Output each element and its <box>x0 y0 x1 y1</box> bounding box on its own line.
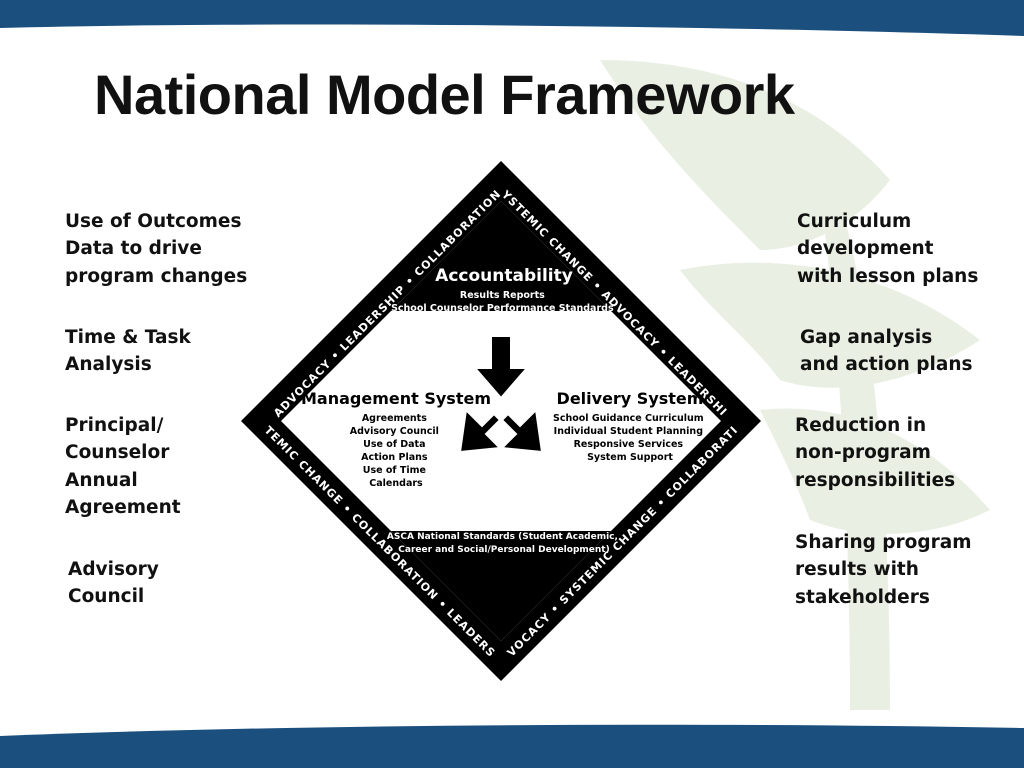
note-annual-agreement: Principal/ Counselor Annual Agreement <box>65 415 181 518</box>
slide-title: National Model Framework <box>94 63 795 126</box>
management-item: Agreements <box>362 413 427 424</box>
delivery-item: Responsive Services <box>574 439 684 450</box>
arrow-down-left-icon <box>458 407 503 454</box>
management-item: Action Plans <box>361 452 428 463</box>
management-system-title: Management System <box>301 389 491 408</box>
management-item: Advisory Council <box>350 426 439 437</box>
note-gap-analysis: Gap analysis and action plans <box>800 327 973 376</box>
foundation-item: ASCA National Standards (Student Academi… <box>387 532 618 542</box>
center-arrows <box>458 335 544 454</box>
delivery-item: School Guidance Curriculum <box>553 413 704 424</box>
foundation-item: Mission Statement <box>455 519 551 529</box>
delivery-system-title: Delivery System <box>557 389 704 408</box>
management-item: Use of Data <box>363 439 425 450</box>
arrow-down-icon <box>472 335 530 400</box>
foundation-title: Foundation <box>450 481 558 501</box>
accountability-item: The Program Audit <box>454 316 555 327</box>
delivery-item: Individual Student Planning <box>554 426 703 437</box>
management-item: Calendars <box>369 478 423 489</box>
accountability-title: Accountability <box>435 266 573 286</box>
foundation-item: Career and Social/Personal Development) <box>398 545 609 555</box>
svg-text:Agreements Advisory Counci: Agreements Advisory Council Use of Data … <box>350 413 442 489</box>
management-item: Use of Time <box>363 465 426 476</box>
svg-text:Beliefs and Philosophy Mis: Beliefs and Philosophy Mission Statement… <box>387 506 621 555</box>
delivery-item: System Support <box>587 452 673 463</box>
svg-text:School Guidance Curriculum: School Guidance Curriculum Individual St… <box>553 413 707 463</box>
note-curriculum-development: Curriculum development with lesson plans <box>797 211 979 287</box>
top-banner <box>0 0 1024 36</box>
accountability-quadrant <box>391 201 611 311</box>
foundation-item: Beliefs and Philosophy <box>445 506 560 516</box>
asca-model-diagram: ADVOCACY • LEADERSHIP • COLLABORATION SY… <box>238 158 761 681</box>
leaf-watermark <box>600 60 990 710</box>
note-advisory-council: Advisory Council <box>68 559 159 608</box>
accountability-item: Results Reports <box>460 290 545 301</box>
foundation-quadrant <box>391 531 611 641</box>
note-reduction: Reduction in non-program responsibilitie… <box>795 415 956 491</box>
accountability-item: School Counselor Performance Standards <box>391 303 614 314</box>
bottom-banner <box>0 724 1024 768</box>
arrow-down-right-icon <box>499 407 544 454</box>
note-time-task-analysis: Time & Task Analysis <box>65 327 191 376</box>
note-outcomes-data: Use of Outcomes Data to drive program ch… <box>65 211 248 287</box>
note-sharing-results: Sharing program results with stakeholder… <box>795 532 972 608</box>
svg-text:Results Reports School Cou: Results Reports School Counselor Perform… <box>391 290 617 327</box>
